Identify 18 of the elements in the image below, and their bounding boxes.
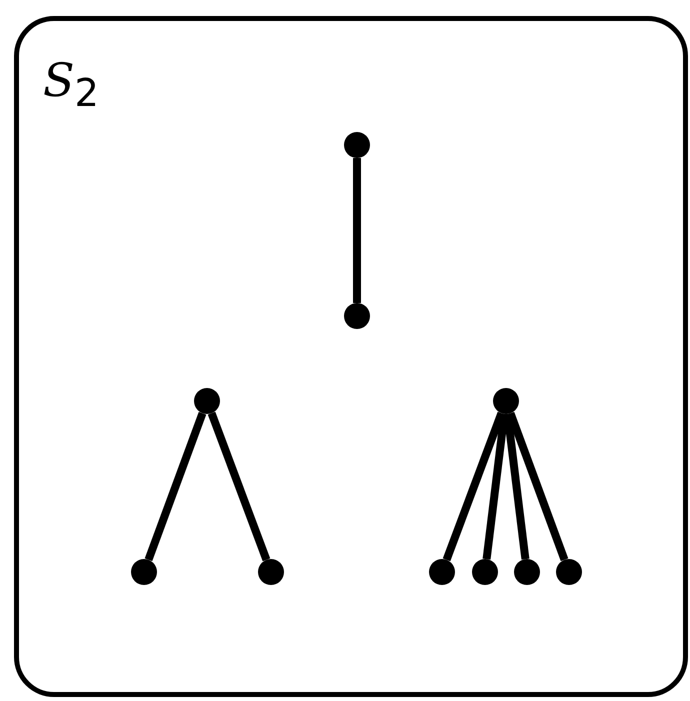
graph-set-frame: [14, 16, 688, 697]
graph-edge: [482, 413, 508, 560]
vertex-dot: [429, 559, 455, 585]
vertex-dot: [194, 388, 220, 414]
vertex-dot: [493, 388, 519, 414]
vertex-dot: [514, 559, 540, 585]
set-label: S$_{2}$: [43, 57, 99, 114]
graph-edge: [208, 412, 270, 562]
vertex-dot: [258, 559, 284, 585]
vertex-dot: [472, 559, 498, 585]
graph-edge: [504, 413, 530, 560]
graph-edge: [353, 158, 361, 303]
vertex-dot: [556, 559, 582, 585]
vertex-dot: [344, 303, 370, 329]
vertex-dot: [344, 132, 370, 158]
graph-edge: [144, 412, 206, 562]
graph-edge: [506, 412, 568, 562]
vertex-dot: [131, 559, 157, 585]
